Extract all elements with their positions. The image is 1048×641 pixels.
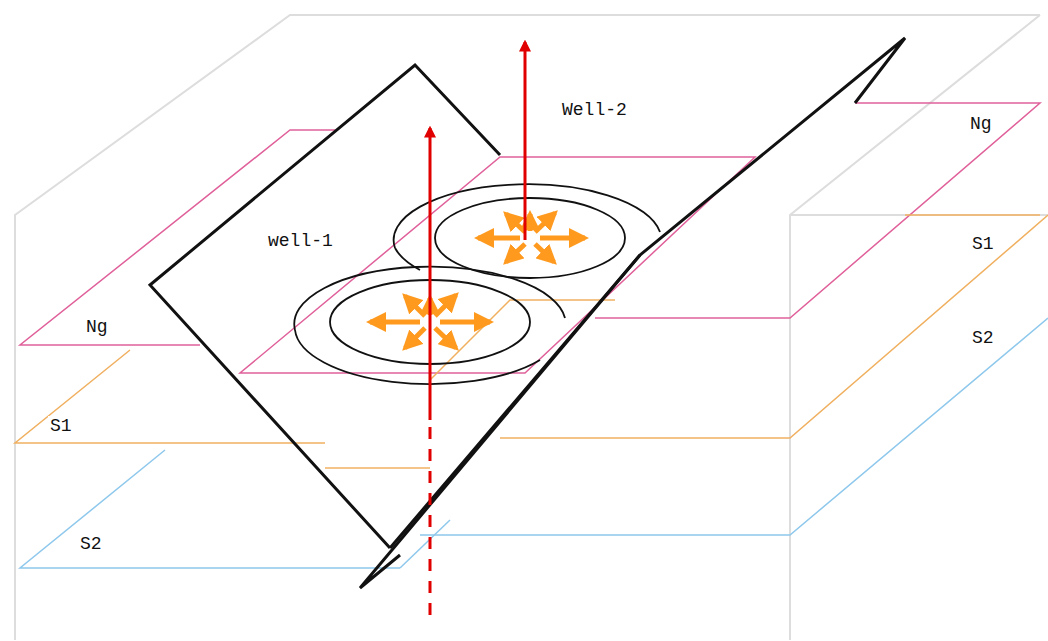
right-layers (420, 103, 1048, 535)
block-outline (15, 15, 1048, 640)
layer-label: S1 (48, 416, 74, 436)
layer-label: S2 (78, 534, 104, 554)
influence-ellipse (294, 184, 660, 384)
well-trajectory (430, 42, 525, 615)
layer-label: S1 (970, 234, 996, 254)
layer-label: Ng (84, 317, 110, 337)
well-label: Well-2 (560, 100, 629, 120)
well-label: well-1 (266, 231, 335, 251)
layer-label: S2 (970, 328, 996, 348)
layer-label: Ng (968, 114, 994, 134)
middle-layers (240, 157, 755, 568)
fault-plane (150, 38, 905, 588)
flow-arrows (370, 213, 585, 348)
